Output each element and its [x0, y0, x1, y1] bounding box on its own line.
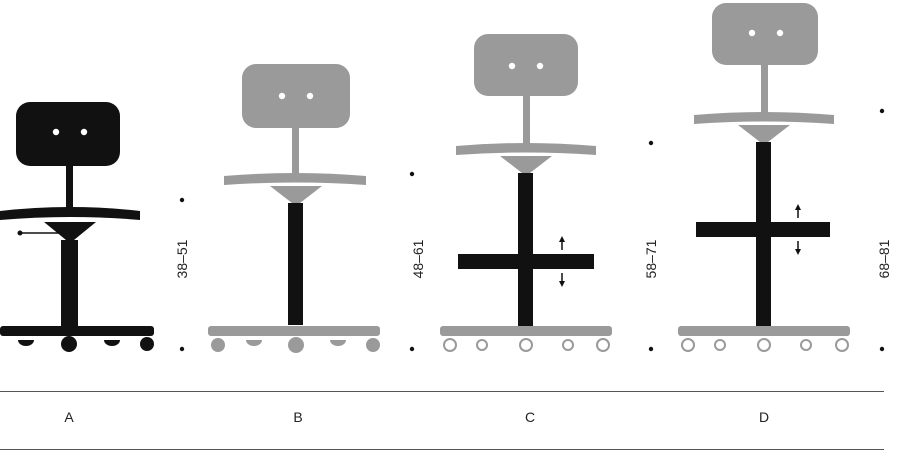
- chair-label-c: C: [524, 409, 536, 425]
- chair-label-d: D: [758, 409, 770, 425]
- chair-label-b: B: [293, 409, 303, 425]
- height-range-label: 48–61: [410, 239, 426, 279]
- chair-c-caster: [443, 338, 457, 352]
- chair-d-seat: [694, 112, 834, 124]
- height-range-label: 58–71: [643, 239, 659, 279]
- chair-a-backrest-hole: [52, 128, 60, 136]
- height-range-label: 68–81: [876, 239, 892, 279]
- chair-c-caster: [476, 339, 488, 351]
- chair-d-backrest-hole: [776, 29, 784, 37]
- chair-c: [440, 34, 612, 352]
- chair-a-column: [61, 240, 78, 326]
- chair-b-backrest-hole: [306, 92, 314, 100]
- chair-c-base: [440, 326, 612, 336]
- chair-a-backrest: [16, 102, 120, 166]
- chair-b-caster: [330, 340, 346, 346]
- chair-c-caster: [596, 338, 610, 352]
- top-rule: [0, 391, 884, 392]
- chair-c-backrest-hole: [508, 62, 516, 70]
- chair-d-caster: [757, 338, 771, 352]
- chair-d-caster: [835, 338, 849, 352]
- chair-d-down-arrow: [795, 249, 801, 255]
- chair-c-down-arrow: [559, 281, 565, 287]
- chair-c-caster: [519, 338, 533, 352]
- chair-d-caster: [681, 338, 695, 352]
- chair-a-lever-knob: [17, 230, 23, 236]
- chair-c-back-post: [523, 96, 530, 144]
- chair-c-caster: [562, 339, 574, 351]
- chair-b-caster: [246, 340, 262, 346]
- chair-a: [0, 102, 154, 352]
- chair-a-caster: [18, 340, 34, 346]
- range-2-bottom-dot: [409, 346, 415, 352]
- chair-d-backrest: [712, 3, 818, 65]
- chair-b: [208, 64, 380, 353]
- chair-d-seat-bracket: [738, 125, 790, 142]
- chair-c-backrest: [474, 34, 578, 96]
- height-range-label: 38–51: [174, 239, 190, 279]
- chair-d-up-arrow: [795, 204, 801, 210]
- chair-b-base: [208, 326, 380, 336]
- chair-a-base: [0, 326, 154, 336]
- range-3-top-dot: [648, 140, 654, 146]
- chair-c-seat: [456, 143, 596, 155]
- chair-b-seat-bracket: [270, 186, 322, 203]
- bottom-rule: [0, 449, 884, 450]
- chair-c-backrest-hole: [536, 62, 544, 70]
- chair-b-backrest: [242, 64, 350, 128]
- chair-b-back-post: [292, 128, 299, 174]
- chair-c-column: [518, 173, 533, 326]
- chair-b-column: [288, 203, 303, 325]
- chair-d-backrest-hole: [748, 29, 756, 37]
- chair-b-seat: [224, 173, 366, 185]
- chair-d-caster: [800, 339, 812, 351]
- chair-a-back-post: [66, 166, 73, 212]
- range-1-bottom-dot: [179, 346, 185, 352]
- range-1-top-dot: [179, 197, 185, 203]
- chair-a-backrest-hole: [80, 128, 88, 136]
- chair-b-caster: [211, 338, 225, 352]
- range-4-top-dot: [879, 108, 885, 114]
- range-3-bottom-dot: [648, 346, 654, 352]
- range-2-top-dot: [409, 171, 415, 177]
- chair-label-a: A: [64, 409, 74, 425]
- chair-c-seat-bracket: [500, 156, 552, 173]
- range-4-bottom-dot: [879, 346, 885, 352]
- chair-a-seat: [0, 207, 140, 220]
- chair-b-backrest-hole: [278, 92, 286, 100]
- chair-b-caster: [366, 338, 380, 352]
- chair-d-adjustment-bar: [696, 222, 830, 237]
- chair-d-base: [678, 326, 850, 336]
- chair-a-caster: [104, 340, 120, 346]
- chair-b-caster: [288, 337, 304, 353]
- chair-a-caster: [61, 336, 77, 352]
- chair-c-adjustment-bar: [458, 254, 594, 269]
- chair-d: [678, 3, 850, 352]
- chair-a-caster: [140, 337, 154, 351]
- chair-d-back-post: [761, 65, 768, 113]
- chair-c-up-arrow: [559, 236, 565, 242]
- chair-d-caster: [714, 339, 726, 351]
- chair-a-seat-bracket: [44, 222, 96, 240]
